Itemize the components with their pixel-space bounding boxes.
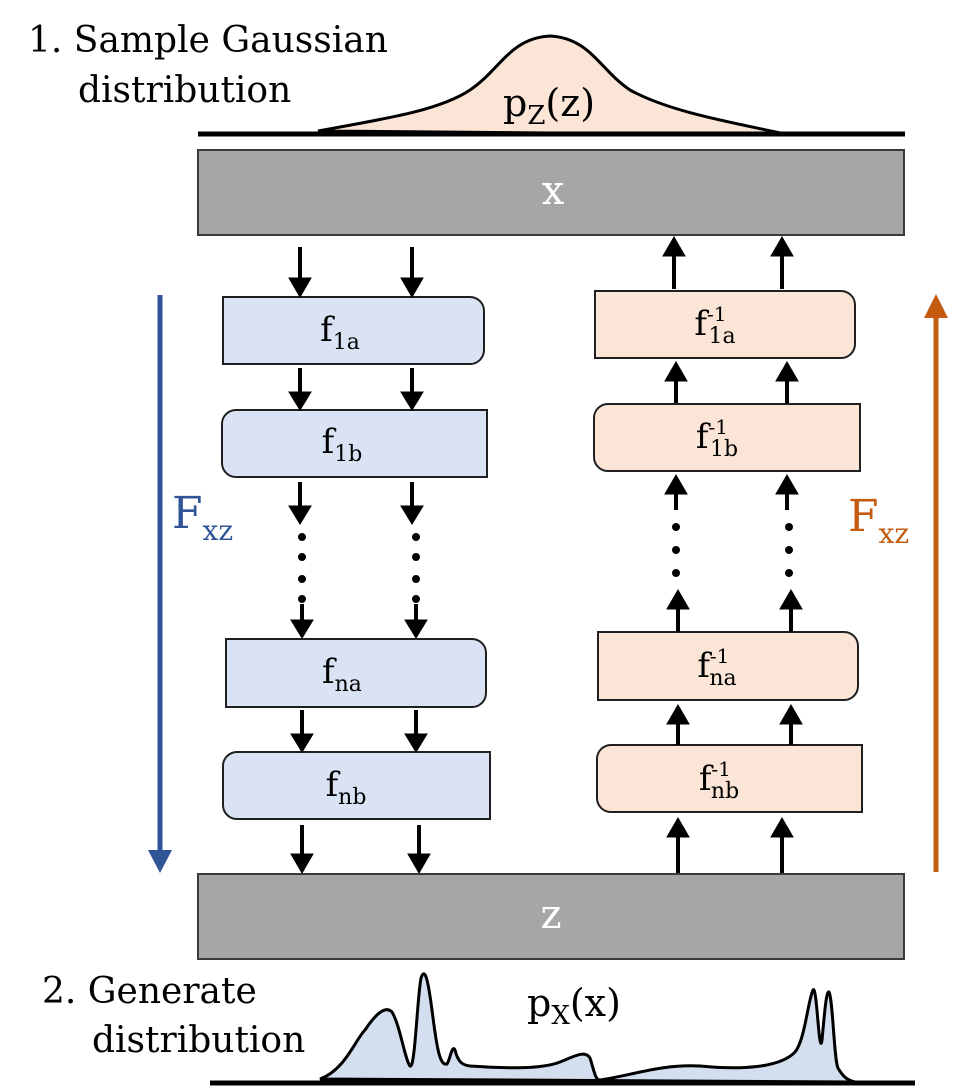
inverse-arrows xyxy=(662,236,803,873)
forward-block-1b xyxy=(221,409,488,478)
inverse-block-nb xyxy=(596,744,863,813)
bottom-dist-label: pX(x) xyxy=(527,981,621,1031)
x-box xyxy=(197,149,905,236)
top-label-line1: 1. Sample Gaussian xyxy=(28,20,388,61)
x-box-label: x xyxy=(542,168,565,214)
forward-block-1a xyxy=(222,296,485,365)
z-box-label: z xyxy=(540,892,561,938)
generated-distribution-curve xyxy=(319,972,856,1084)
inverse-block-1b xyxy=(593,403,861,472)
forward-dots xyxy=(298,533,420,603)
inverse-label: Fxz xyxy=(848,491,909,550)
forward-label: Fxz xyxy=(172,488,233,547)
inverse-block-na xyxy=(597,631,859,701)
forward-block-1a-label: f1a xyxy=(320,310,360,355)
bottom-label-line2: distribution xyxy=(92,1020,305,1061)
forward-block-1b-label: f1b xyxy=(322,422,363,467)
inverse-dots xyxy=(672,523,793,577)
forward-long-arrow xyxy=(148,295,172,873)
forward-arrows xyxy=(288,247,431,874)
gaussian-curve xyxy=(317,34,791,137)
forward-block-na xyxy=(225,638,487,708)
forward-block-na-label: fna xyxy=(322,652,362,697)
top-label-line2: distribution xyxy=(78,70,291,111)
forward-blocks: f1a f1b fna fnb xyxy=(221,296,491,820)
forward-block-nb xyxy=(222,751,491,820)
inverse-long-arrow xyxy=(924,294,948,872)
bottom-label-line1: 2. Generate xyxy=(42,971,257,1012)
top-dist-label: pZ(z) xyxy=(503,81,595,131)
forward-block-nb-label: fnb xyxy=(326,765,367,810)
inverse-block-1a xyxy=(594,290,856,359)
z-box xyxy=(197,873,905,960)
